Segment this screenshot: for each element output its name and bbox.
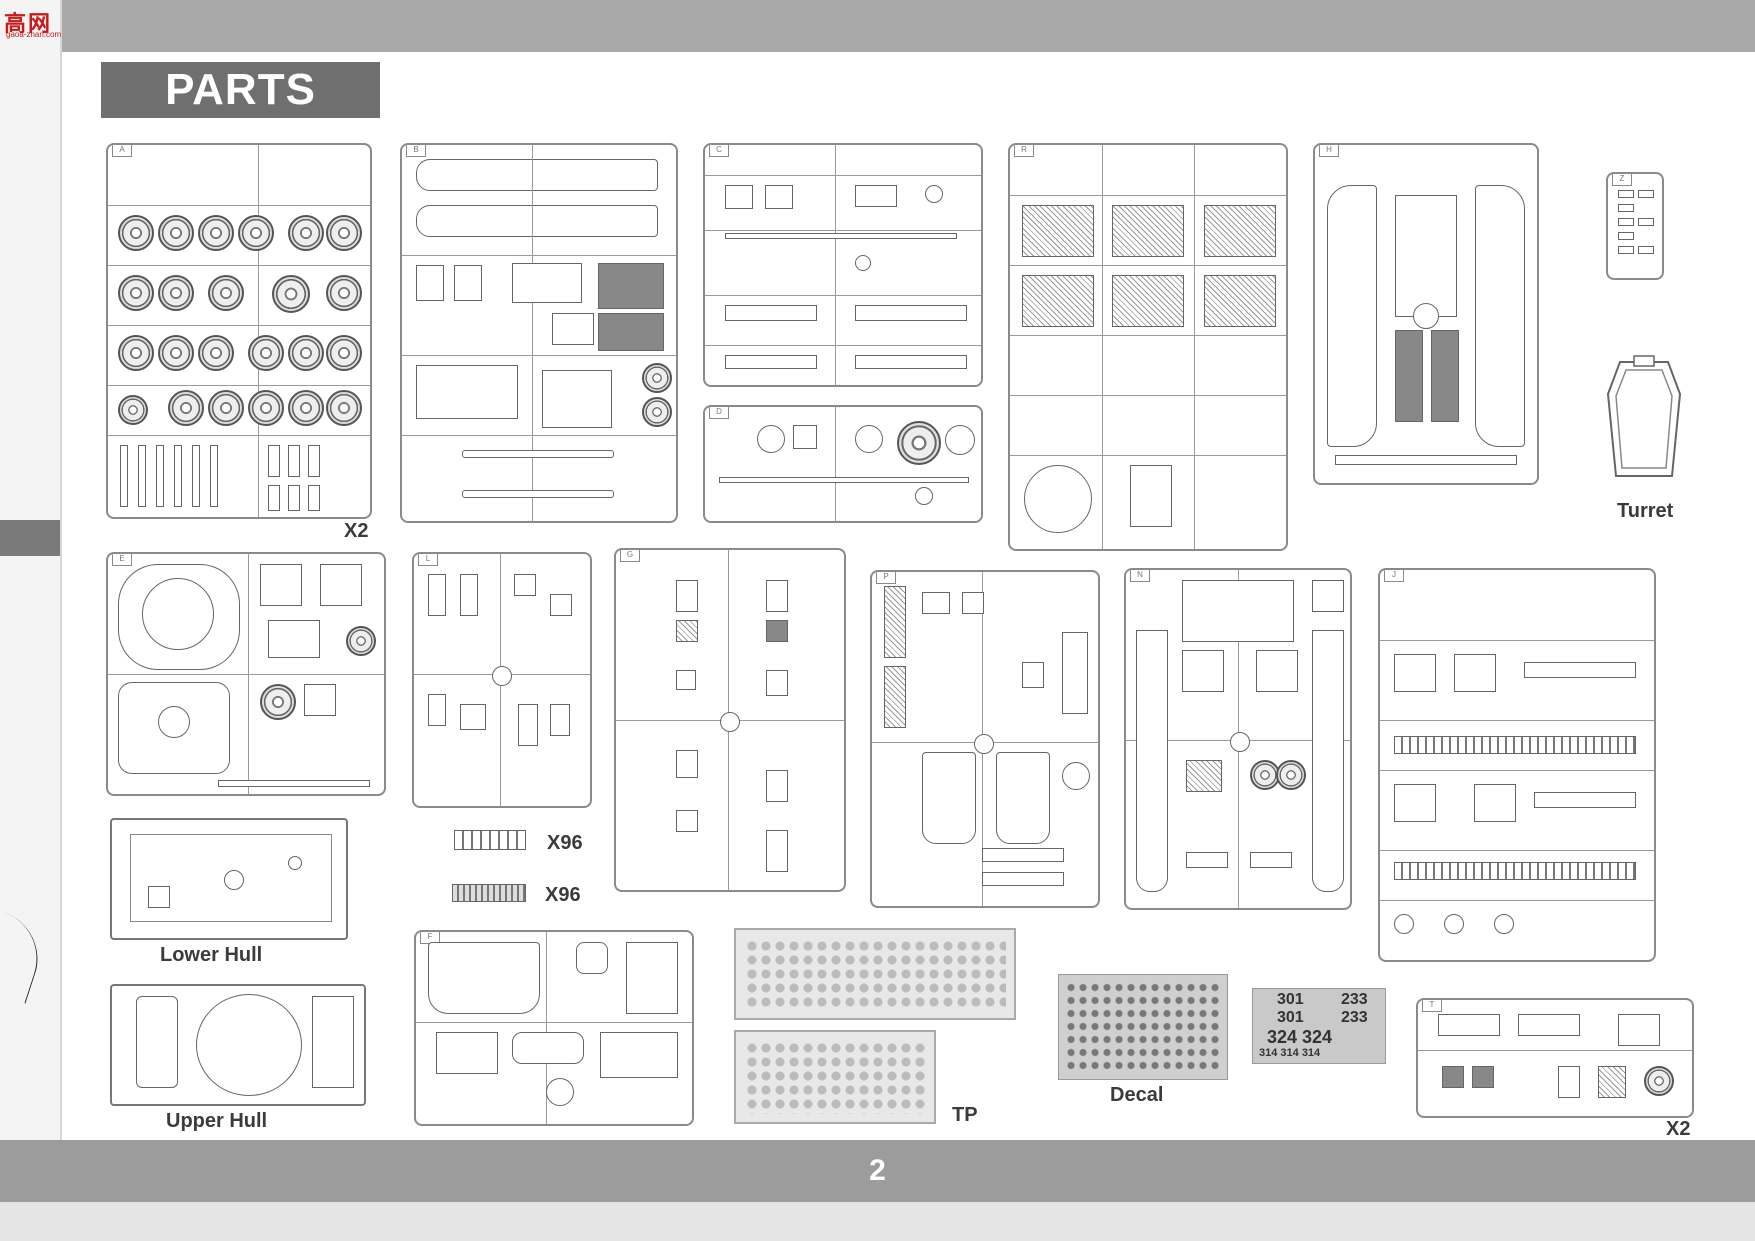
photo-etch-fret-lower	[734, 1030, 936, 1124]
sprue-z: Z	[1606, 172, 1664, 280]
page-number: 2	[869, 1154, 886, 1187]
sprue-a: A	[106, 143, 372, 519]
sprue-r: R	[1008, 143, 1288, 551]
sprue-a-quantity: X2	[344, 520, 369, 542]
sprue-g: G	[614, 548, 846, 892]
sprue-p: P	[870, 570, 1100, 908]
lower-hull-part	[110, 818, 348, 940]
sprue-tag-h: H	[1319, 145, 1339, 157]
sprue-h: H	[1313, 143, 1539, 485]
sprue-c: C	[703, 143, 983, 387]
sprue-e: E	[106, 552, 386, 796]
photo-etch-fret-upper	[734, 928, 1016, 1020]
footer-band	[0, 1140, 1755, 1202]
sprue-b: B	[400, 143, 678, 523]
sprue-d: D	[703, 405, 983, 523]
binding-tab	[0, 520, 60, 556]
sprue-n: N	[1124, 568, 1352, 910]
decal-label: Decal	[1110, 1084, 1164, 1106]
sprue-tag-t: T	[1422, 1000, 1442, 1012]
sprue-tag-b: B	[406, 145, 426, 157]
page-title: PARTS	[165, 65, 316, 114]
decal-number-c: 301	[1277, 1009, 1304, 1026]
sprue-tag-l: L	[418, 554, 438, 566]
sprue-tag-e: E	[112, 554, 132, 566]
turret-part	[1606, 354, 1682, 484]
decal-number-e: 324 324	[1267, 1027, 1333, 1047]
sprue-l: L	[412, 552, 592, 808]
page-title-box: PARTS	[101, 62, 380, 118]
sprue-j: J	[1378, 568, 1656, 962]
decal-number-a: 301	[1277, 991, 1304, 1008]
decal-sheet-markings	[1058, 974, 1228, 1080]
sprue-t-quantity: X2	[1666, 1118, 1691, 1140]
turret-label: Turret	[1617, 500, 1674, 522]
sprue-tag-a: A	[112, 145, 132, 157]
sprue-tag-n: N	[1130, 570, 1150, 582]
photo-etch-label: TP	[952, 1104, 978, 1126]
sprue-f: F	[414, 930, 694, 1126]
site-logo: 高网 gaoa-zhan.com	[2, 4, 68, 40]
sprue-tag-p: P	[876, 572, 896, 584]
sprue-t: T	[1416, 998, 1694, 1118]
upper-hull-label: Upper Hull	[166, 1110, 268, 1132]
track-link-quantity: X96	[547, 832, 583, 854]
sprue-tag-r: R	[1014, 145, 1034, 157]
sprue-tag-z: Z	[1612, 174, 1632, 186]
sprue-tag-j: J	[1384, 570, 1404, 582]
sprue-tag-d: D	[709, 407, 729, 419]
binding-edge	[0, 0, 62, 1241]
sprue-tag-c: C	[709, 145, 729, 157]
decal-number-f: 314 314 314	[1259, 1047, 1321, 1059]
track-pad-part	[452, 884, 526, 902]
decal-number-b: 233	[1341, 991, 1368, 1008]
track-link-part	[454, 830, 526, 850]
decal-sheet-numbers: 301 233 301 233 324 324 314 314 314	[1252, 988, 1386, 1064]
track-pad-quantity: X96	[545, 884, 581, 906]
decal-number-d: 233	[1341, 1009, 1368, 1026]
logo-url: gaoa-zhan.com	[6, 30, 62, 39]
logo-mark: 高网	[4, 11, 53, 36]
sprue-tag-g: G	[620, 550, 640, 562]
top-band	[0, 0, 1755, 52]
upper-hull-part	[110, 984, 366, 1106]
bottom-strip	[0, 1202, 1755, 1241]
lower-hull-label: Lower Hull	[160, 944, 263, 966]
